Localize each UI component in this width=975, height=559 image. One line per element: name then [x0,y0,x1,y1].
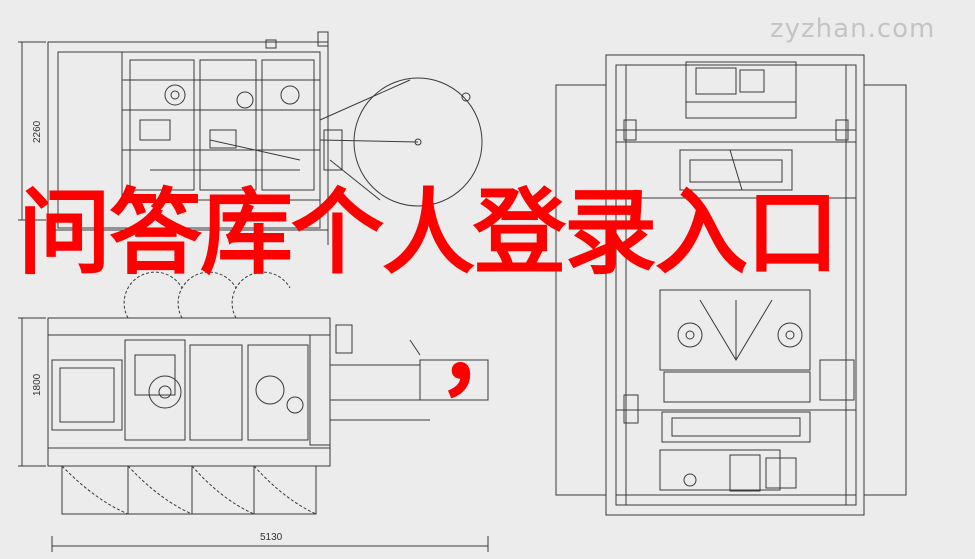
overlay-title: 问答库个人登录入口 [18,179,839,287]
right-front-view [555,54,907,516]
dimension-label-1800: 1800 [32,373,43,396]
watermark-text: zyzhan.com [770,14,936,44]
dimension-label-2260: 2260 [32,120,43,143]
left-bottom-view [47,271,489,515]
overlay-comma: ， [437,297,533,409]
left-top-view [47,31,483,245]
dimension-line-5130 [51,536,489,552]
dimension-line-2260 [18,41,46,221]
dimension-line-1800 [18,317,46,467]
dimension-label-5130: 5130 [260,532,283,543]
